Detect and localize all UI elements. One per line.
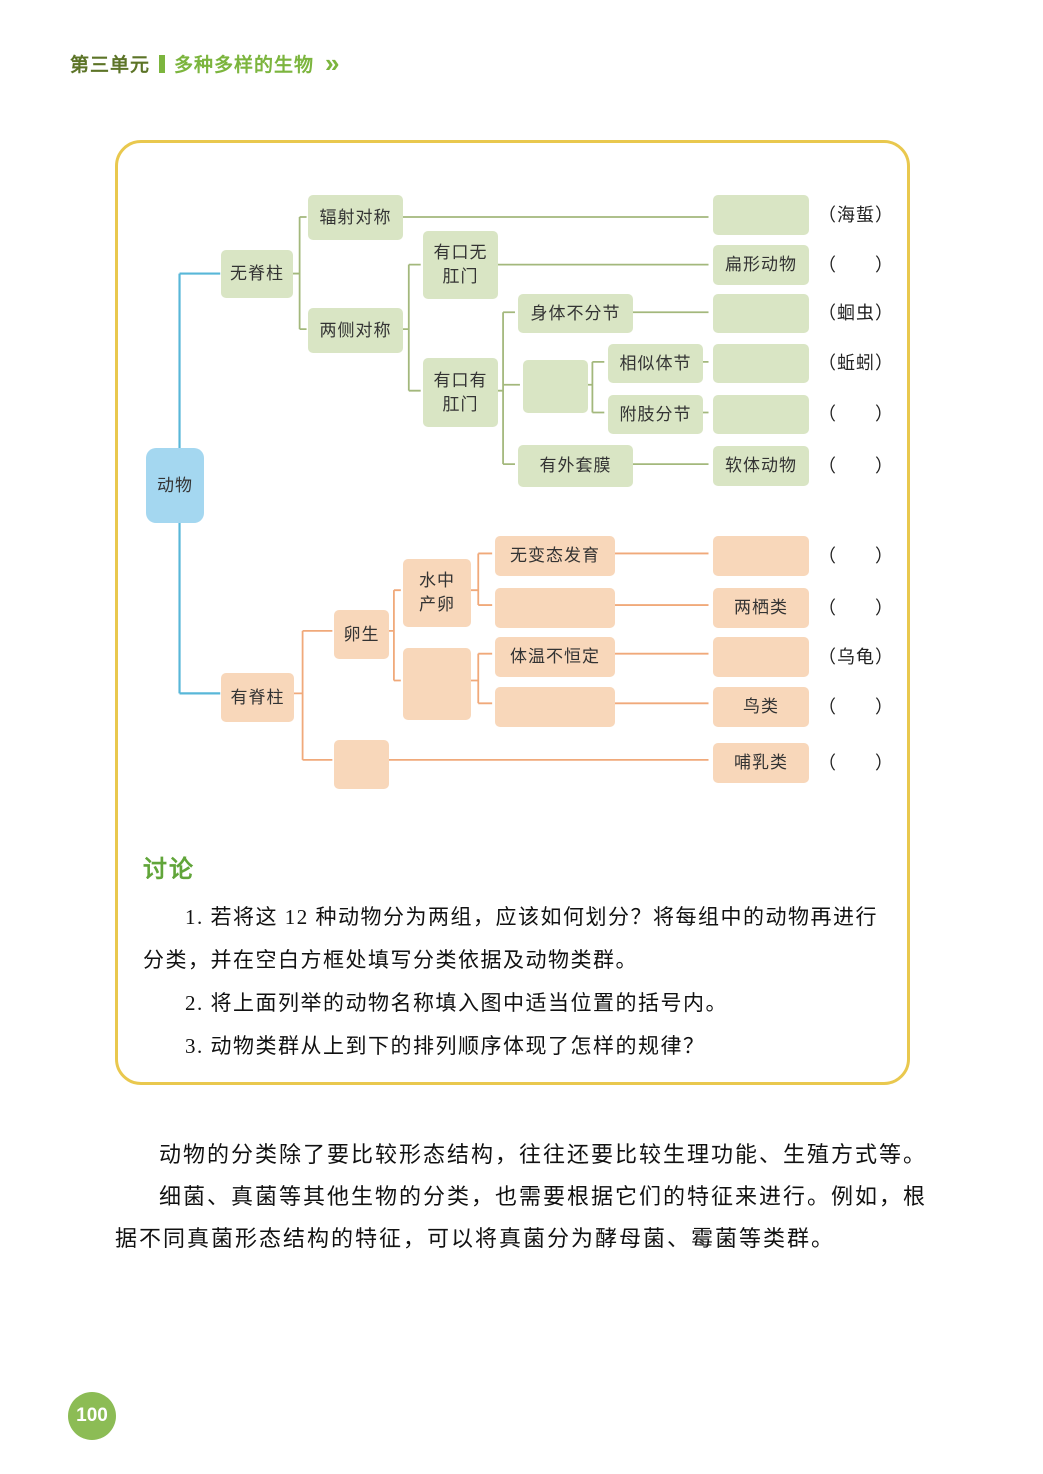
diagram-panel: 动物 无脊柱 辐射对称 两侧对称 有口无 肛门 有口有 肛门 身体不分节 相似体…: [115, 140, 910, 1085]
double-chevron-icon: »: [325, 48, 340, 79]
blank-box-8: [495, 687, 615, 727]
page-number-badge: 100: [68, 1392, 116, 1440]
blank-box-6: [403, 648, 471, 720]
node-animal: 动物: [146, 448, 204, 523]
bracket-earthworm: （蚯蚓）: [818, 353, 894, 373]
bracket-jellyfish: （海蜇）: [818, 205, 894, 225]
bracket-blank-flatworms: （ ）: [818, 255, 894, 275]
discussion-section: 讨论 1. 若将这 12 种动物分为两组，应该如何划分？将每组中的动物再进行分类…: [143, 849, 891, 1068]
node-oviparous: 卵生: [334, 610, 389, 659]
blank-box-1: [523, 360, 588, 413]
bracket-turtle: （乌龟）: [818, 647, 894, 667]
body-paragraph-1: 动物的分类除了要比较形态结构，往往还要比较生理功能、生殖方式等。: [159, 1142, 928, 1167]
header-separator-bar: [159, 54, 166, 73]
discussion-heading: 讨论: [143, 856, 195, 883]
page-number: 100: [76, 1405, 108, 1426]
blank-box-2: [713, 195, 809, 235]
node-mammals: 哺乳类: [713, 743, 809, 783]
page-header: 第三单元 多种多样的生物 »: [70, 50, 340, 77]
diagram-connectors: [178, 216, 709, 761]
node-jointed-appendages: 附肢分节: [608, 395, 703, 434]
bracket-blank-birds: （ ）: [818, 697, 894, 717]
node-amphibians: 两栖类: [713, 588, 809, 628]
discussion-item-2: 2. 将上面列举的动物名称填入图中适当位置的括号内。: [185, 991, 728, 1016]
node-no-metamorphosis: 无变态发育: [495, 536, 615, 576]
node-body-unsegmented: 身体不分节: [518, 294, 633, 333]
bracket-blank-mammals: （ ）: [818, 753, 894, 773]
blank-box-3: [713, 294, 809, 333]
blank-box-9: [334, 740, 389, 789]
blank-box-5: [713, 395, 809, 434]
discussion-item-3: 3. 动物类群从上到下的排列顺序体现了怎样的规律？: [185, 1034, 706, 1059]
node-variable-body-temp: 体温不恒定: [495, 637, 615, 677]
node-similar-segments: 相似体节: [608, 344, 703, 383]
body-text: 动物的分类除了要比较形态结构，往往还要比较生理功能、生殖方式等。 细菌、真菌等其…: [115, 1134, 933, 1259]
node-vertebrate: 有脊柱: [221, 673, 294, 722]
node-birds: 鸟类: [713, 687, 809, 727]
bracket-roundworm: （蛔虫）: [818, 303, 894, 323]
bracket-blank-fish: （ ）: [818, 546, 894, 566]
bracket-blank-arthropods: （ ）: [818, 404, 894, 424]
node-mollusks: 软体动物: [713, 446, 809, 486]
node-mouth-no-anus: 有口无 肛门: [423, 231, 498, 299]
blank-box-7: [495, 588, 615, 628]
node-invertebrate: 无脊柱: [221, 250, 293, 298]
node-spawn-in-water: 水中 产卵: [403, 559, 471, 627]
node-mantle: 有外套膜: [518, 445, 633, 487]
body-paragraph-2: 细菌、真菌等其他生物的分类，也需要根据它们的特征来进行。例如，根据不同真菌形态结…: [115, 1183, 928, 1251]
blank-box-11: [713, 637, 809, 677]
discussion-item-1: 1. 若将这 12 种动物分为两组，应该如何划分？将每组中的动物再进行分类，并在…: [143, 905, 878, 973]
node-bilateral-symmetry: 两侧对称: [308, 308, 403, 353]
node-mouth-and-anus: 有口有 肛门: [423, 358, 498, 427]
bracket-blank-amphibians: （ ）: [818, 598, 894, 618]
unit-label: 第三单元: [70, 55, 151, 76]
bracket-blank-mollusks: （ ）: [818, 456, 894, 476]
blank-box-4: [713, 344, 809, 383]
node-flatworms: 扁形动物: [713, 245, 809, 285]
unit-title: 多种多样的生物: [174, 55, 315, 76]
node-radial-symmetry: 辐射对称: [308, 195, 403, 240]
blank-box-10: [713, 536, 809, 576]
